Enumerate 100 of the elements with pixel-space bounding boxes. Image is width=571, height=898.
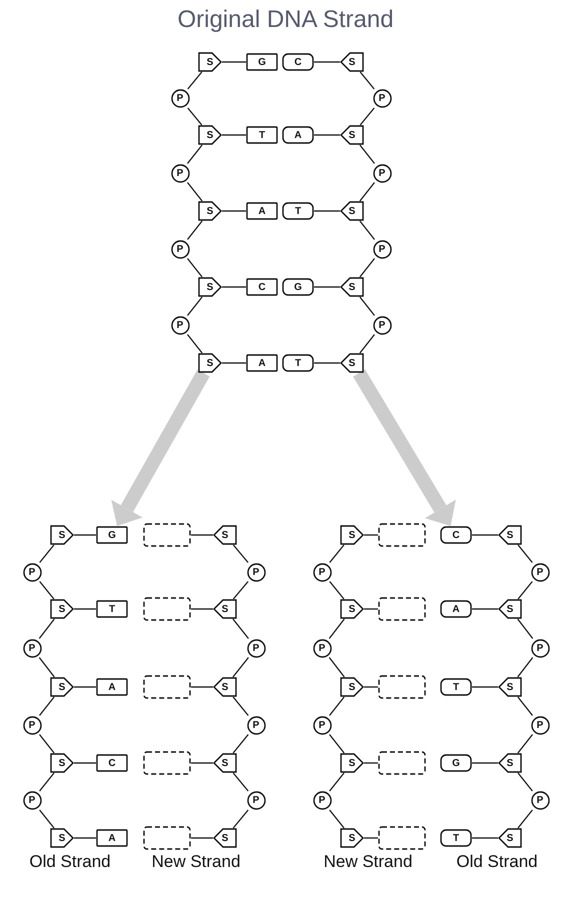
connector-line (360, 72, 375, 90)
connector-line (74, 686, 96, 688)
diagram-title: Original DNA Strand (176, 6, 395, 34)
base-block: A (246, 202, 278, 220)
strand-label: Old Strand (456, 852, 538, 872)
connector-line (364, 762, 378, 764)
empty-base-slot (378, 523, 426, 547)
connector-line (360, 108, 375, 126)
connector-line (187, 334, 203, 354)
base-block: A (246, 354, 278, 372)
sugar-pentagon: S (340, 599, 364, 619)
sugar-pentagon: S (340, 753, 364, 773)
connector-line (191, 534, 213, 536)
sugar-pentagon: S (50, 828, 74, 848)
phosphate-circle: P (22, 716, 42, 734)
base-block: C (96, 754, 128, 772)
connector-line (222, 362, 246, 364)
connector-line (517, 618, 534, 639)
connector-line (472, 686, 498, 688)
empty-base-slot (143, 826, 191, 850)
connector-line (191, 686, 213, 688)
phosphate-circle: P (246, 638, 266, 658)
sugar-pentagon: S (340, 677, 364, 697)
sugar-pentagon: S (340, 353, 364, 373)
sugar-pentagon: S (498, 828, 522, 848)
base-block: T (440, 678, 472, 696)
phosphate-circle: P (530, 791, 550, 810)
connector-line (472, 762, 498, 764)
connector-line (191, 762, 213, 764)
block-arrow (353, 369, 456, 526)
base-block: T (96, 600, 128, 618)
phosphate-circle: P (22, 638, 42, 658)
connector-line (359, 258, 375, 278)
connector-line (222, 134, 246, 136)
connector-line (74, 608, 96, 610)
connector-line (329, 772, 344, 792)
connector-line (232, 618, 249, 639)
connector-line (187, 108, 202, 126)
sugar-pentagon: S (340, 52, 364, 72)
phosphate-circle: P (312, 716, 332, 734)
sugar-pentagon: S (340, 828, 364, 848)
connector-line (38, 657, 55, 678)
connector-line (232, 810, 249, 828)
block-arrow (111, 370, 210, 526)
base-block: T (246, 126, 278, 144)
base-block: G (246, 53, 278, 71)
connector-line (314, 61, 340, 63)
phosphate-circle: P (372, 164, 392, 182)
empty-base-slot (143, 751, 191, 775)
phosphate-circle: P (530, 716, 550, 734)
connector-line (314, 210, 340, 212)
connector-line (364, 608, 378, 610)
connector-line (359, 334, 375, 354)
empty-base-slot (378, 675, 426, 699)
base-block: G (282, 278, 314, 296)
phosphate-circle: P (170, 164, 190, 182)
connector-line (314, 286, 340, 288)
connector-line (359, 182, 375, 202)
empty-base-slot (143, 597, 191, 621)
connector-line (222, 210, 246, 212)
connector-line (364, 837, 378, 839)
connector-line (222, 286, 246, 288)
phosphate-circle: P (246, 791, 266, 810)
sugar-pentagon: S (340, 125, 364, 145)
base-block: A (282, 126, 314, 144)
connector-line (187, 296, 203, 316)
connector-line (222, 61, 246, 63)
connector-line (517, 734, 533, 754)
phosphate-circle: P (170, 316, 190, 334)
connector-line (517, 696, 533, 716)
strand-label: New Strand (324, 852, 412, 872)
sugar-pentagon: S (198, 52, 222, 72)
phosphate-circle: P (312, 791, 332, 810)
connector-line (232, 544, 248, 563)
base-block: T (282, 202, 314, 220)
connector-line (364, 534, 378, 536)
base-block: A (96, 678, 128, 696)
connector-line (187, 72, 202, 90)
connector-line (232, 734, 249, 754)
connector-line (39, 581, 54, 600)
connector-line (187, 182, 203, 202)
strand-label: New Strand (152, 852, 240, 872)
sugar-pentagon: S (50, 525, 74, 545)
base-block: C (440, 526, 472, 544)
connector-line (359, 144, 375, 164)
connector-line (328, 657, 345, 678)
connector-line (329, 810, 344, 828)
empty-base-slot (143, 523, 191, 547)
connector-line (191, 608, 213, 610)
connector-line (314, 134, 340, 136)
connector-line (517, 657, 534, 678)
connector-line (329, 734, 345, 754)
sugar-pentagon: S (198, 353, 222, 373)
sugar-pentagon: S (50, 753, 74, 773)
sugar-pentagon: S (213, 753, 237, 773)
connector-line (472, 837, 498, 839)
phosphate-circle: P (372, 240, 392, 258)
sugar-pentagon: S (50, 677, 74, 697)
sugar-pentagon: S (340, 201, 364, 221)
phosphate-circle: P (22, 562, 42, 582)
